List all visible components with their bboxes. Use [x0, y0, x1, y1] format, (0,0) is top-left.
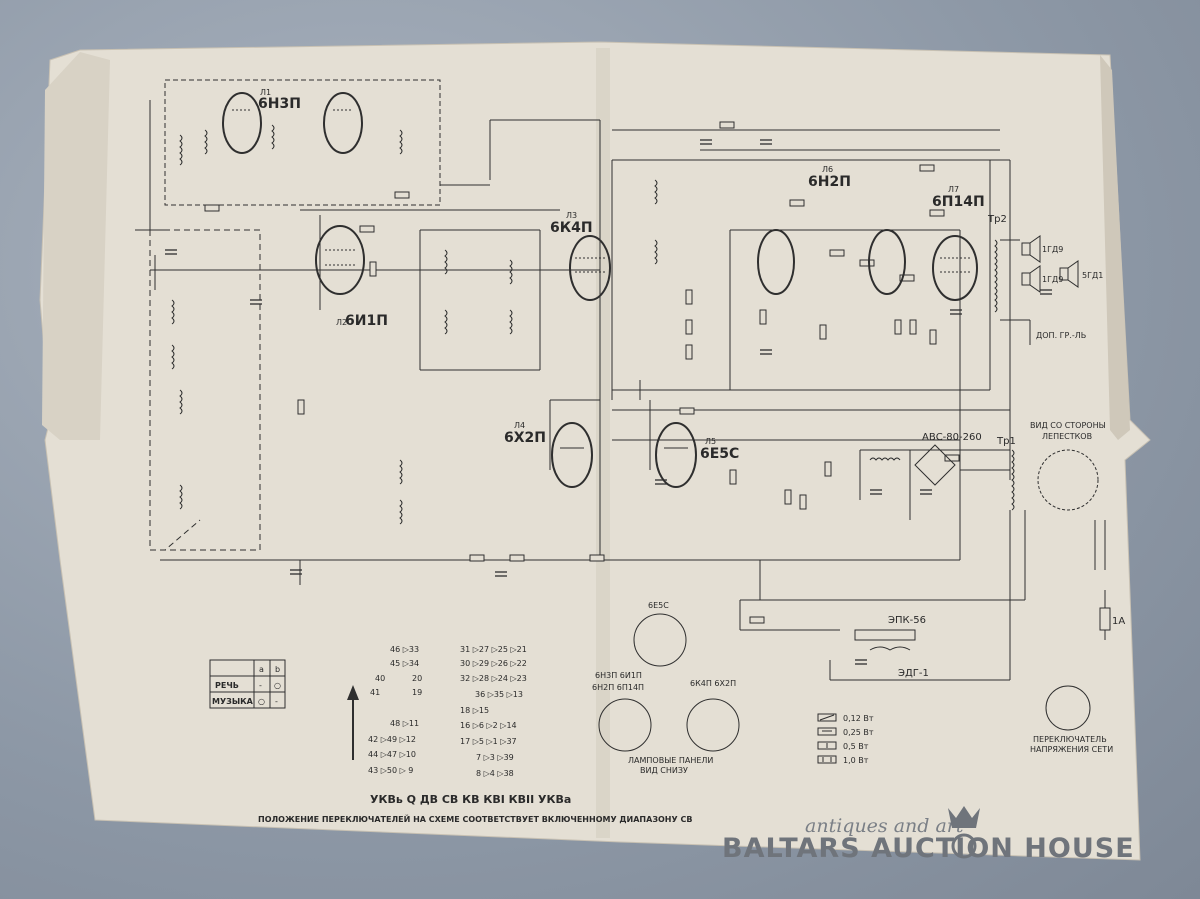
tone-table-grid [209, 659, 286, 709]
tone-header-a: a [259, 665, 264, 674]
tube-symbols [222, 92, 1099, 752]
switch-caption: ПОЛОЖЕНИЕ ПЕРЕКЛЮЧАТЕЛЕЙ НА СХЕМЕ СООТВЕ… [258, 813, 692, 824]
tuning-block [149, 210, 261, 551]
output-transformer-label: Тр2 [987, 214, 1007, 225]
tube-l1-designation: Л1 [260, 88, 271, 97]
coils [171, 124, 1015, 525]
speaker2-label: 1ГД9 [1042, 275, 1063, 284]
tube-l4-type: 6Х2П [504, 430, 546, 446]
motor-label: ЭДГ-1 [898, 668, 929, 679]
tone-row-speech-a: - [259, 681, 262, 690]
panel-left-label-b: 6Н2П 6П14П [592, 683, 644, 692]
rectifier-bridge [914, 444, 956, 486]
tube-l1-type: 6Н3П [258, 96, 301, 112]
tube-l2-type: 6И1П [345, 313, 388, 329]
resistor-legend-4: 1,0 Вт [843, 756, 869, 765]
tube-l3-designation: Л3 [566, 211, 577, 220]
center-fold [596, 48, 610, 838]
resistor-legend-3: 0,5 Вт [843, 742, 869, 751]
panel-6e5c-label: 6Е5С [648, 601, 669, 610]
band-labels: УКВь Q ДВ СВ КВ КВI КВII УКВа [370, 793, 571, 806]
switch-row: 7 ▷3 ▷39 [476, 753, 514, 762]
switch-position-list: 46 ▷33 45 ▷34 40 41 20 19 48 ▷11 42 ▷49 … [368, 645, 527, 778]
fuse-symbol [1099, 607, 1111, 631]
fuse-label: 1А [1112, 616, 1125, 627]
rectifier-label: АВС-80-260 [922, 432, 982, 443]
switch-row: 16 ▷6 ▷2 ▷14 [460, 721, 517, 730]
tube-l5-designation: Л5 [705, 437, 716, 446]
uhf-block [164, 79, 441, 206]
tube-l6-designation: Л6 [822, 165, 833, 174]
pickup-symbol [854, 629, 916, 651]
paper-fold-left [42, 52, 110, 440]
switch-row: 41 [370, 688, 380, 697]
tone-row-speech-b: ○ [274, 681, 281, 690]
tone-row-music: МУЗЫКА [212, 697, 254, 706]
switch-row: 31 ▷27 ▷25 ▷21 [460, 645, 527, 654]
speakers [1021, 235, 1079, 293]
tube-panels-label-2: ВИД СНИЗУ [640, 766, 688, 775]
switch-row: 36 ▷35 ▷13 [475, 690, 523, 699]
paper-curl-right [1100, 55, 1130, 440]
tone-header-b: b [275, 665, 280, 674]
watermark-brand: BALTARS AUCTION HOUSE [722, 833, 1135, 864]
crown-icon [948, 806, 980, 859]
tube-l6-type: 6Н2П [808, 174, 851, 190]
petal-view-label-2: ЛЕПЕСТКОВ [1042, 432, 1092, 441]
switch-row: 48 ▷11 [390, 719, 419, 728]
capacitors [165, 139, 1052, 665]
switch-row: 8 ▷4 ▷38 [476, 769, 514, 778]
resistors [204, 121, 960, 624]
transformer-label: Тр1 [996, 436, 1016, 447]
speaker1-label: 1ГД9 [1042, 245, 1063, 254]
resistor-legend-1: 0,12 Вт [843, 714, 874, 723]
switch-row: 43 ▷50 ▷ 9 [368, 766, 413, 775]
tone-row-speech: РЕЧЬ [215, 681, 239, 690]
tube-l5-type: 6Е5С [700, 446, 739, 462]
switch-row: 30 ▷29 ▷26 ▷22 [460, 659, 527, 668]
tube-l4-designation: Л4 [514, 421, 525, 430]
switch-row: 40 [375, 674, 385, 683]
paper-page [39, 41, 1151, 861]
tube-internals [232, 109, 970, 449]
tone-row-music-a: ○ [258, 697, 265, 706]
panel-left-label-a: 6Н3П 6И1П [595, 671, 642, 680]
voltage-switch-label-2: НАПРЯЖЕНИЯ СЕТИ [1030, 745, 1113, 754]
tube-l2-designation: Л2 [336, 318, 347, 327]
switch-row: 45 ▷34 [390, 659, 419, 668]
circuit-lines [135, 79, 1106, 681]
ext-speaker-label: ДОП. ГР.-ЛЬ [1036, 331, 1086, 340]
speaker3-label: 5ГД1 [1082, 271, 1103, 280]
resistor-legend-2: 0,25 Вт [843, 728, 874, 737]
switch-row: 20 [412, 674, 422, 683]
up-arrow-icon [347, 685, 359, 760]
switch-row: 42 ▷49 ▷12 [368, 735, 416, 744]
switch-row: 44 ▷47 ▷10 [368, 750, 416, 759]
tube-l7-designation: Л7 [948, 185, 959, 194]
tube-panels-label-1: ЛАМПОВЫЕ ПАНЕЛИ [628, 756, 713, 765]
tone-row-music-b: - [275, 697, 278, 706]
voltage-switch-label-1: ПЕРЕКЛЮЧАТЕЛЬ [1033, 735, 1107, 744]
watermark-tagline: antiques and art [805, 815, 964, 837]
tube-l7-type: 6П14П [932, 194, 985, 210]
tube-l3-type: 6К4П [550, 220, 593, 236]
resistor-legend-symbols [817, 713, 837, 764]
switch-row: 19 [412, 688, 422, 697]
switch-row: 17 ▷5 ▷1 ▷37 [460, 737, 517, 746]
panel-right-label: 6К4П 6Х2П [690, 679, 736, 688]
switch-row: 46 ▷33 [390, 645, 419, 654]
pickup-label: ЭПК-56 [888, 615, 926, 626]
switch-row: 32 ▷28 ▷24 ▷23 [460, 674, 527, 683]
switch-row: 18 ▷15 [460, 706, 489, 715]
petal-view-label-1: ВИД СО СТОРОНЫ [1030, 421, 1106, 430]
